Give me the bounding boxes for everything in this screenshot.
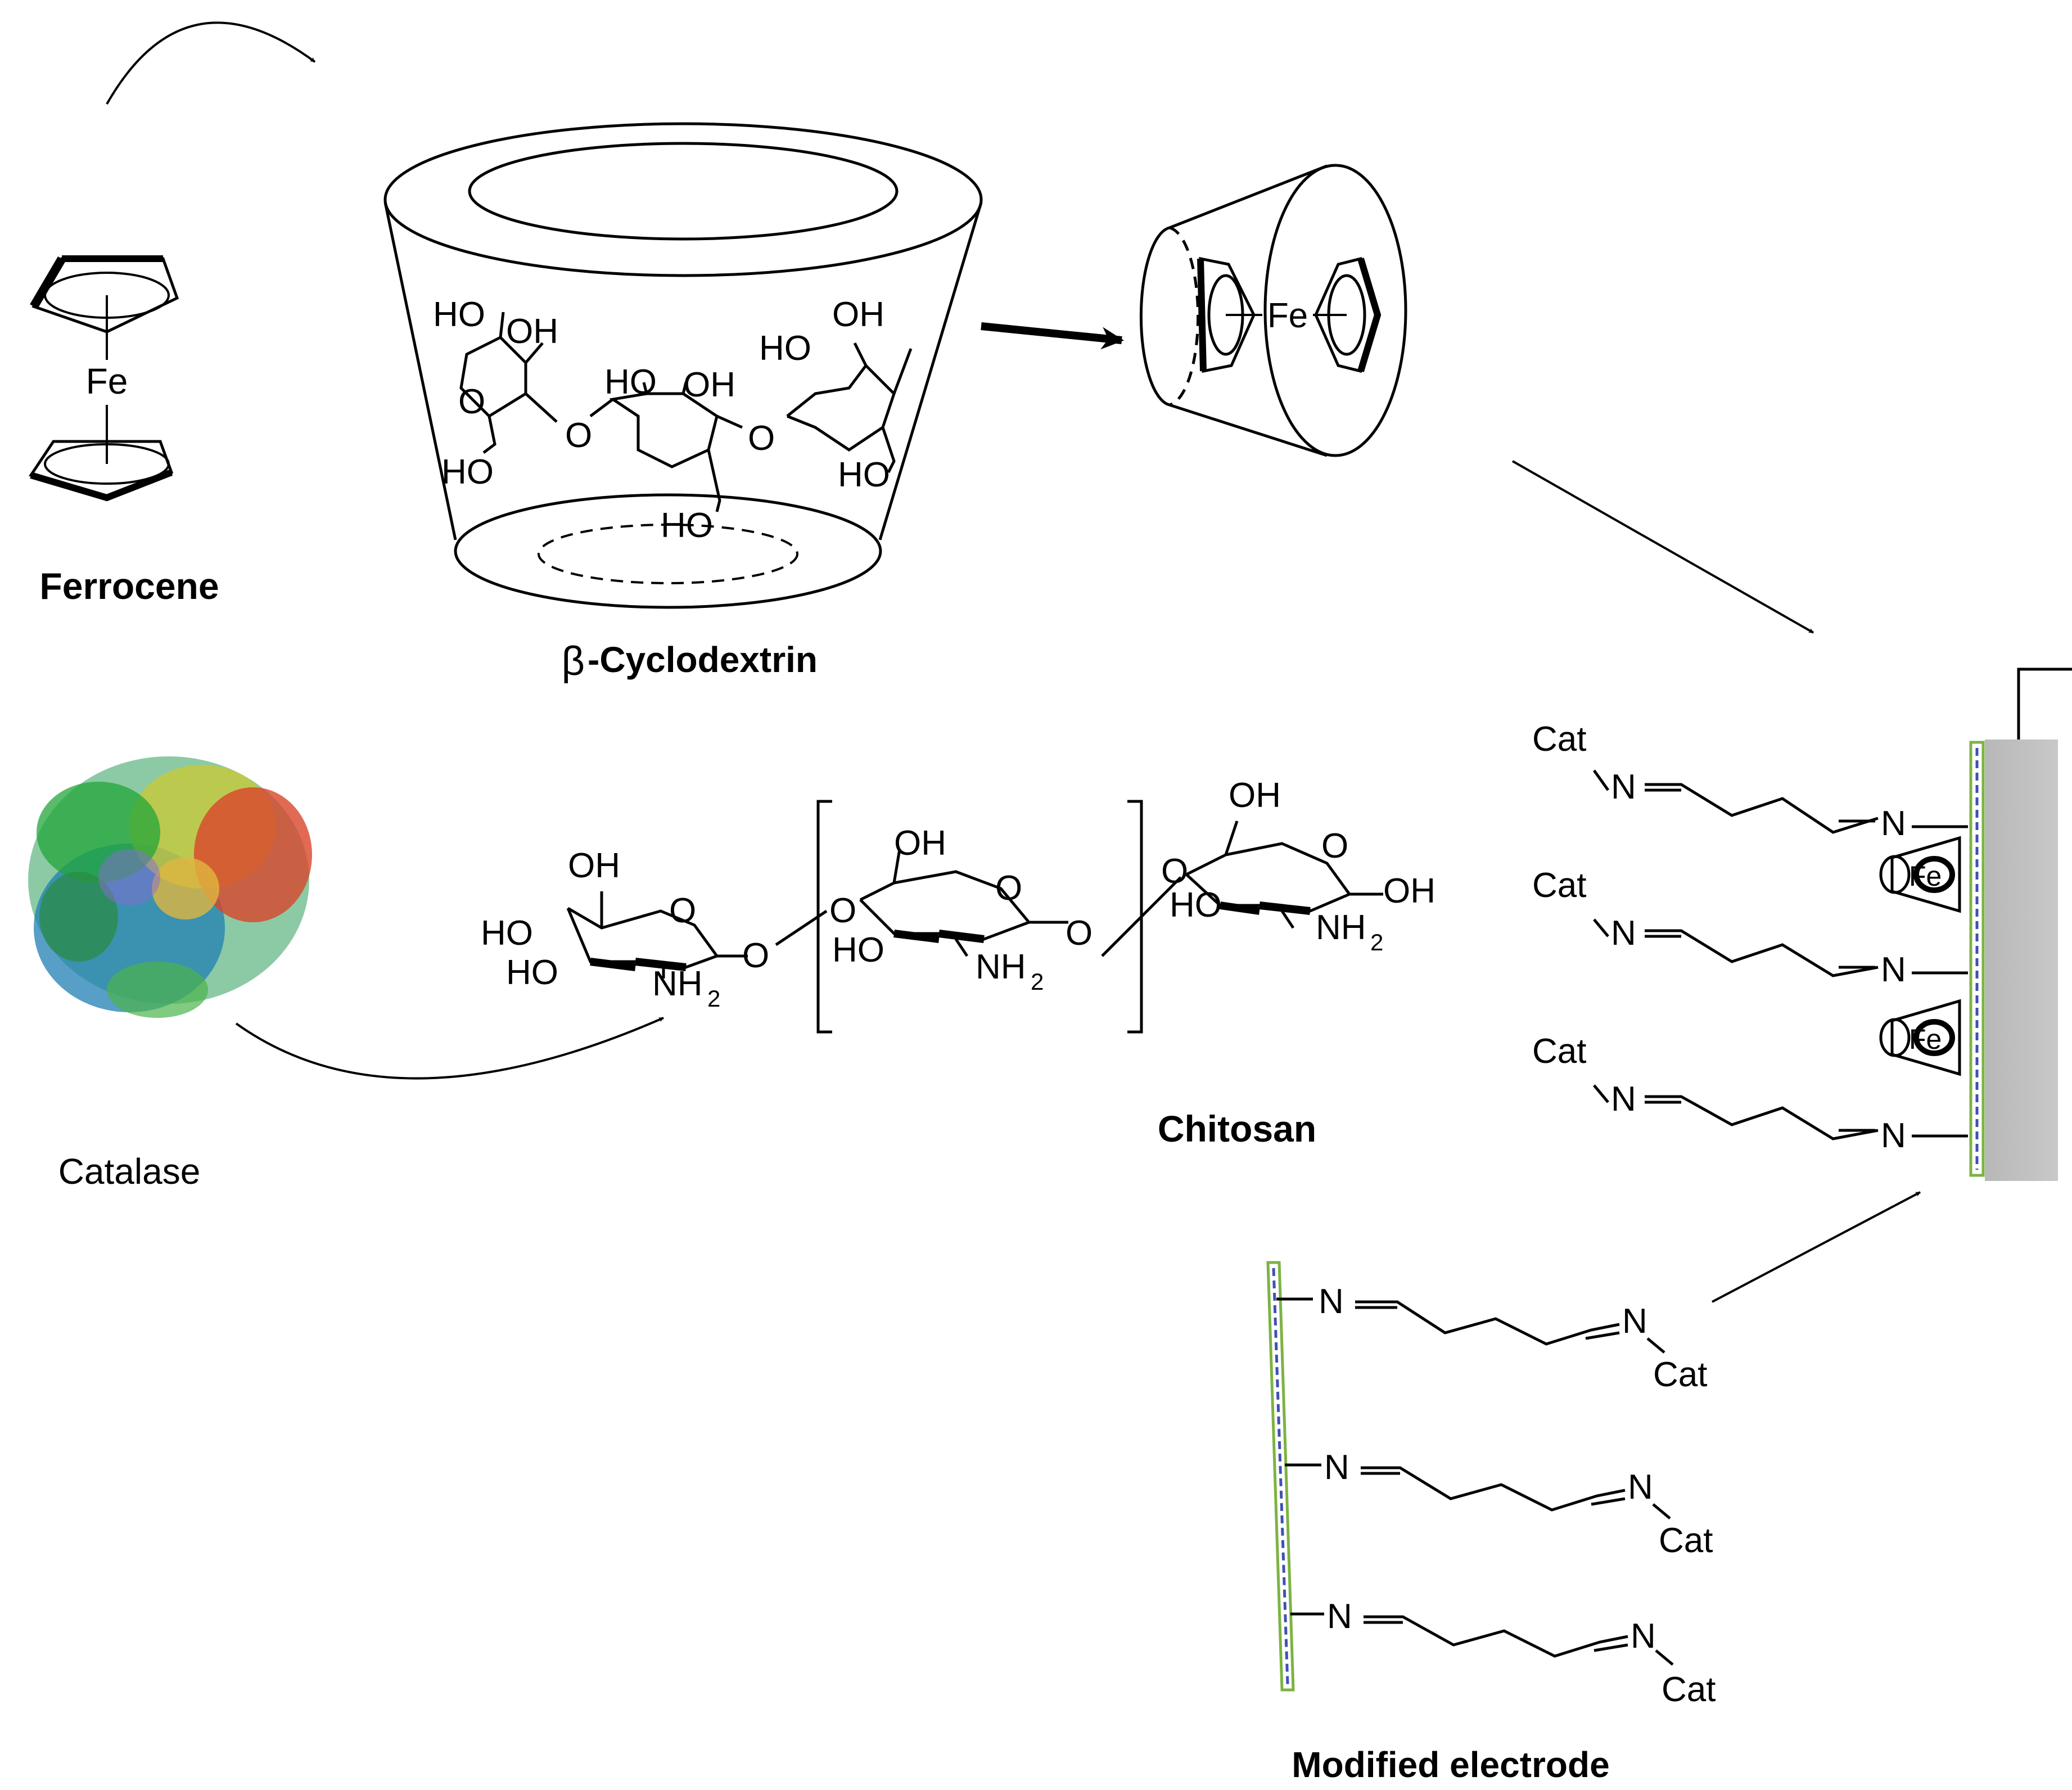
svg-text:N: N xyxy=(1324,1448,1349,1487)
svg-text:OH: OH xyxy=(1229,776,1281,815)
chitosan-structure xyxy=(566,800,1383,1034)
svg-text:O: O xyxy=(458,382,485,421)
svg-text:HO: HO xyxy=(604,363,657,402)
catalase-label: Catalase xyxy=(58,1151,201,1192)
svg-text:N: N xyxy=(1622,1302,1647,1341)
svg-text:2: 2 xyxy=(1370,929,1383,955)
complexation-arrow xyxy=(981,322,1124,350)
modified-electrode-film xyxy=(1266,1261,1295,1692)
svg-text:OH: OH xyxy=(683,366,735,404)
svg-text:HO: HO xyxy=(433,295,485,334)
svg-text:HO: HO xyxy=(1170,886,1222,925)
svg-text:NH: NH xyxy=(1316,908,1366,947)
svg-text:OH: OH xyxy=(1383,872,1435,910)
arrow-to-electrode-top xyxy=(1512,460,1814,634)
svg-text:O: O xyxy=(748,419,775,458)
svg-text:OH: OH xyxy=(506,312,558,351)
svg-text:Cat: Cat xyxy=(1532,1032,1586,1071)
catalase-protein-image xyxy=(28,756,312,1018)
svg-text:N: N xyxy=(1611,768,1636,806)
svg-text:O: O xyxy=(1066,914,1093,953)
svg-text:N: N xyxy=(1631,1617,1656,1656)
svg-text:NH: NH xyxy=(976,948,1026,986)
svg-text:O: O xyxy=(669,891,696,930)
svg-text:NH: NH xyxy=(652,964,703,1003)
svg-text:O: O xyxy=(1161,852,1188,891)
svg-text:Cat: Cat xyxy=(1653,1355,1707,1394)
svg-text:OH: OH xyxy=(568,846,620,885)
svg-text:N: N xyxy=(1881,804,1906,843)
svg-text:2: 2 xyxy=(707,985,720,1012)
electrode-linker-chains xyxy=(1592,769,1968,1140)
complex-fe-label: Fe xyxy=(1267,296,1308,335)
svg-text:HO: HO xyxy=(759,329,811,368)
svg-text:O: O xyxy=(829,891,856,930)
svg-text:N: N xyxy=(1327,1597,1352,1636)
chitosan-atom-labels: OH HO HO O NH 2 O O OH O HO NH 2 O O OH … xyxy=(481,776,1435,1012)
cyclodextrin-atom-labels: HO OH O O HO HO OH O HO HO OH HO xyxy=(433,295,890,545)
electrode xyxy=(1969,668,2072,1181)
svg-text:O: O xyxy=(1321,827,1348,865)
modified-electrode-label: Modified electrode xyxy=(1292,1744,1609,1785)
ferrocene-label: Ferrocene xyxy=(39,565,219,607)
svg-text:HO: HO xyxy=(832,931,884,970)
catalase-arrow xyxy=(235,1017,664,1080)
svg-text:HO: HO xyxy=(481,914,533,953)
svg-text:O: O xyxy=(742,936,769,975)
svg-text:O: O xyxy=(995,869,1022,908)
svg-text:Cat: Cat xyxy=(1532,720,1586,759)
svg-text:N: N xyxy=(1881,1116,1906,1155)
cyclodextrin-glucose-skeleton xyxy=(459,312,913,512)
svg-text:Cat: Cat xyxy=(1532,866,1586,905)
cyclodextrin-beta-label: β xyxy=(562,639,585,684)
svg-text:O: O xyxy=(565,416,592,455)
cyclodextrin-cone xyxy=(383,122,983,609)
modified-electrode-chains xyxy=(1276,1297,1674,1666)
svg-text:Fe: Fe xyxy=(1909,1023,1942,1055)
chitosan-label: Chitosan xyxy=(1158,1108,1316,1149)
svg-text:HO: HO xyxy=(838,456,890,494)
svg-text:HO: HO xyxy=(661,506,713,545)
ferrocene-structure xyxy=(106,21,316,105)
ferrocene-fe-label: Fe xyxy=(86,361,128,402)
ferrocene-molecule xyxy=(29,255,179,502)
svg-text:2: 2 xyxy=(1031,968,1044,995)
svg-text:N: N xyxy=(1319,1282,1344,1321)
svg-text:N: N xyxy=(1611,914,1636,953)
svg-text:Cat: Cat xyxy=(1659,1521,1713,1560)
svg-text:OH: OH xyxy=(894,824,946,863)
svg-text:Cat: Cat xyxy=(1662,1670,1716,1709)
svg-text:N: N xyxy=(1881,950,1906,989)
inclusion-complex xyxy=(1139,164,1407,457)
svg-text:HO: HO xyxy=(441,453,494,492)
svg-text:N: N xyxy=(1628,1468,1653,1507)
svg-text:HO: HO xyxy=(506,953,558,992)
svg-text:N: N xyxy=(1611,1080,1636,1119)
svg-text:OH: OH xyxy=(832,295,884,334)
modified-electrode-atom-labels: N N Cat N N Cat N N Cat xyxy=(1319,1282,1716,1709)
electrode-atom-labels: Cat N N Fe Cat N N Fe Cat N N xyxy=(1532,720,1942,1155)
svg-text:Fe: Fe xyxy=(1909,860,1942,892)
cyclodextrin-label: -Cyclodextrin xyxy=(588,639,818,680)
arrow-to-electrode-bottom xyxy=(1712,1191,1921,1303)
